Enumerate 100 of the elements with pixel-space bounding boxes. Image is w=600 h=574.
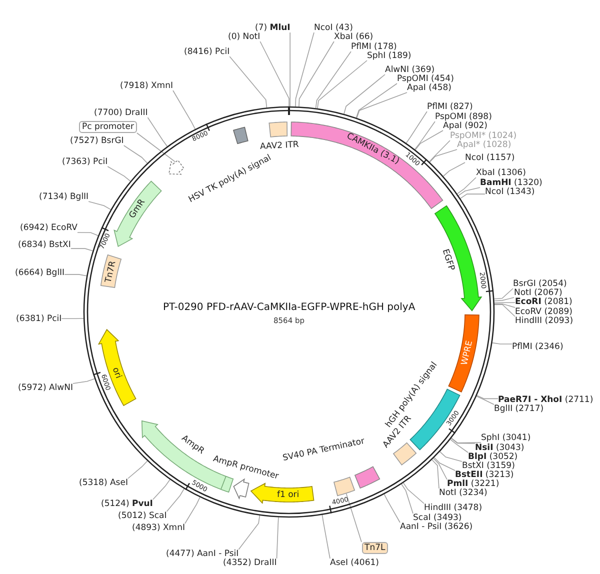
leader-line xyxy=(229,56,268,108)
leader-line xyxy=(152,479,170,500)
leader-line xyxy=(172,90,196,130)
site-label: NotI (2067) xyxy=(514,288,562,298)
leader-line xyxy=(123,145,148,164)
site-label: NcoI (1157) xyxy=(465,154,515,162)
leader-line xyxy=(494,288,514,300)
site-label: BglII (2717) xyxy=(494,404,544,414)
leader-line xyxy=(238,515,260,550)
site-label: (7918) XmnI xyxy=(120,82,173,90)
feature-tag: Pc promoter xyxy=(79,121,137,133)
site-label: (8416) PciI xyxy=(184,48,230,56)
leader-line xyxy=(346,493,362,542)
leader-line xyxy=(88,201,112,210)
site-label: (6664) BglII xyxy=(15,268,65,278)
site-label: XbaI (66) xyxy=(334,32,374,42)
site-label: (5318) AseI xyxy=(79,478,128,488)
leader-line xyxy=(356,83,398,118)
leader-line xyxy=(128,460,148,479)
site-label: BlpI (3052) xyxy=(468,452,518,462)
site-label: PflMI (827) xyxy=(427,102,473,112)
site-label: NotI (3234) xyxy=(439,488,488,498)
leader-line xyxy=(64,274,87,276)
site-label: BstEII (3213) xyxy=(455,470,514,480)
site-label: EcoRV (2089) xyxy=(515,308,572,316)
site-label: BstXI (3159) xyxy=(462,462,515,470)
site-label: NsiI (3043) xyxy=(475,444,524,452)
leader-line xyxy=(494,304,516,317)
leader-line xyxy=(384,494,400,523)
site-label: PspOMI (454) xyxy=(397,74,454,84)
site-label: PspOMI* (1024) xyxy=(450,132,517,140)
site-label: NcoI (43) xyxy=(314,24,353,32)
leader-line xyxy=(450,439,468,453)
leader-line xyxy=(344,74,386,114)
site-label: HindIII (3478) xyxy=(424,504,482,512)
site-label: (4352) DraIII xyxy=(223,558,277,568)
leader-line xyxy=(61,318,84,319)
site-label: PflMI (2346) xyxy=(512,342,564,352)
leader-line xyxy=(322,514,330,559)
feature-label: EGFP xyxy=(440,248,456,272)
feature-label: SV40 PA Terminator xyxy=(282,436,366,464)
feature-label: ori xyxy=(110,366,124,380)
leader-line xyxy=(476,396,494,405)
site-label: HindIII (2093) xyxy=(515,316,574,326)
site-label: PspOMI (898) xyxy=(435,112,492,122)
site-label: (4477) AanI - PsiI xyxy=(166,550,239,558)
site-label: (7) MluI xyxy=(255,24,290,32)
feature-label: f1 ori xyxy=(277,490,300,500)
leader-line xyxy=(317,60,368,109)
site-label: PflMI (178) xyxy=(351,42,397,52)
site-label: (6381) PciI xyxy=(16,314,62,324)
site-label: BsrGI (2054) xyxy=(513,280,567,288)
leader-line xyxy=(401,484,414,514)
leader-line xyxy=(492,342,512,344)
site-label: (0) NotI xyxy=(228,32,260,42)
leader-line xyxy=(494,303,516,308)
site-label: AanI - PsiI (3626) xyxy=(400,522,473,532)
leader-line xyxy=(494,297,514,302)
leader-line xyxy=(184,496,200,524)
leader-line xyxy=(451,438,482,444)
leader-line xyxy=(434,457,456,471)
leader-line xyxy=(414,130,444,150)
site-label: (7134) BglII xyxy=(39,192,89,202)
leader-line xyxy=(432,459,440,489)
leader-line xyxy=(450,438,476,444)
site-label: (6834) BstXI xyxy=(18,240,71,250)
site-label: AlwNI (369) xyxy=(385,66,435,74)
leader-line xyxy=(295,32,314,107)
site-label: (5124) PvuI xyxy=(101,500,153,508)
site-label: PmlI (3221) xyxy=(447,480,500,488)
site-label: (7363) PciI xyxy=(62,158,108,166)
site-label: ApaI (458) xyxy=(407,84,452,92)
leader-line xyxy=(494,302,516,304)
leader-line xyxy=(70,248,94,252)
leader-line xyxy=(72,378,95,384)
leader-line xyxy=(406,111,428,144)
leader-line xyxy=(476,395,498,400)
feature-label: WPRE xyxy=(460,340,475,366)
leader-line xyxy=(298,41,334,108)
site-label: ApaI* (1028) xyxy=(457,140,512,150)
site-label: NcoI (1343) xyxy=(485,188,535,196)
leader-line xyxy=(136,132,176,162)
leader-line xyxy=(166,488,184,512)
site-label: SphI (3041) xyxy=(481,434,531,442)
leader-line xyxy=(439,451,462,462)
leader-line xyxy=(429,149,458,163)
site-label: ApaI (902) xyxy=(443,122,488,130)
site-label: (5972) AlwNI xyxy=(18,384,73,392)
leader-line xyxy=(456,177,476,194)
site-label: XbaI (1306) xyxy=(476,168,526,178)
site-label: AseI (4061) xyxy=(330,558,379,568)
leader-line xyxy=(432,458,448,480)
leader-line xyxy=(442,162,466,177)
leader-line xyxy=(458,187,480,196)
site-label: (5012) ScaI xyxy=(118,512,167,520)
site-label: EcoRI (2081) xyxy=(515,298,572,306)
leader-line xyxy=(460,194,486,199)
site-label: (6942) EcoRV xyxy=(20,224,78,232)
leader-line xyxy=(107,166,131,182)
map-title: PT-0290 PFD-rAAV-CaMKIIa-EGFP-WPRE-hGH polyA xyxy=(163,302,416,314)
